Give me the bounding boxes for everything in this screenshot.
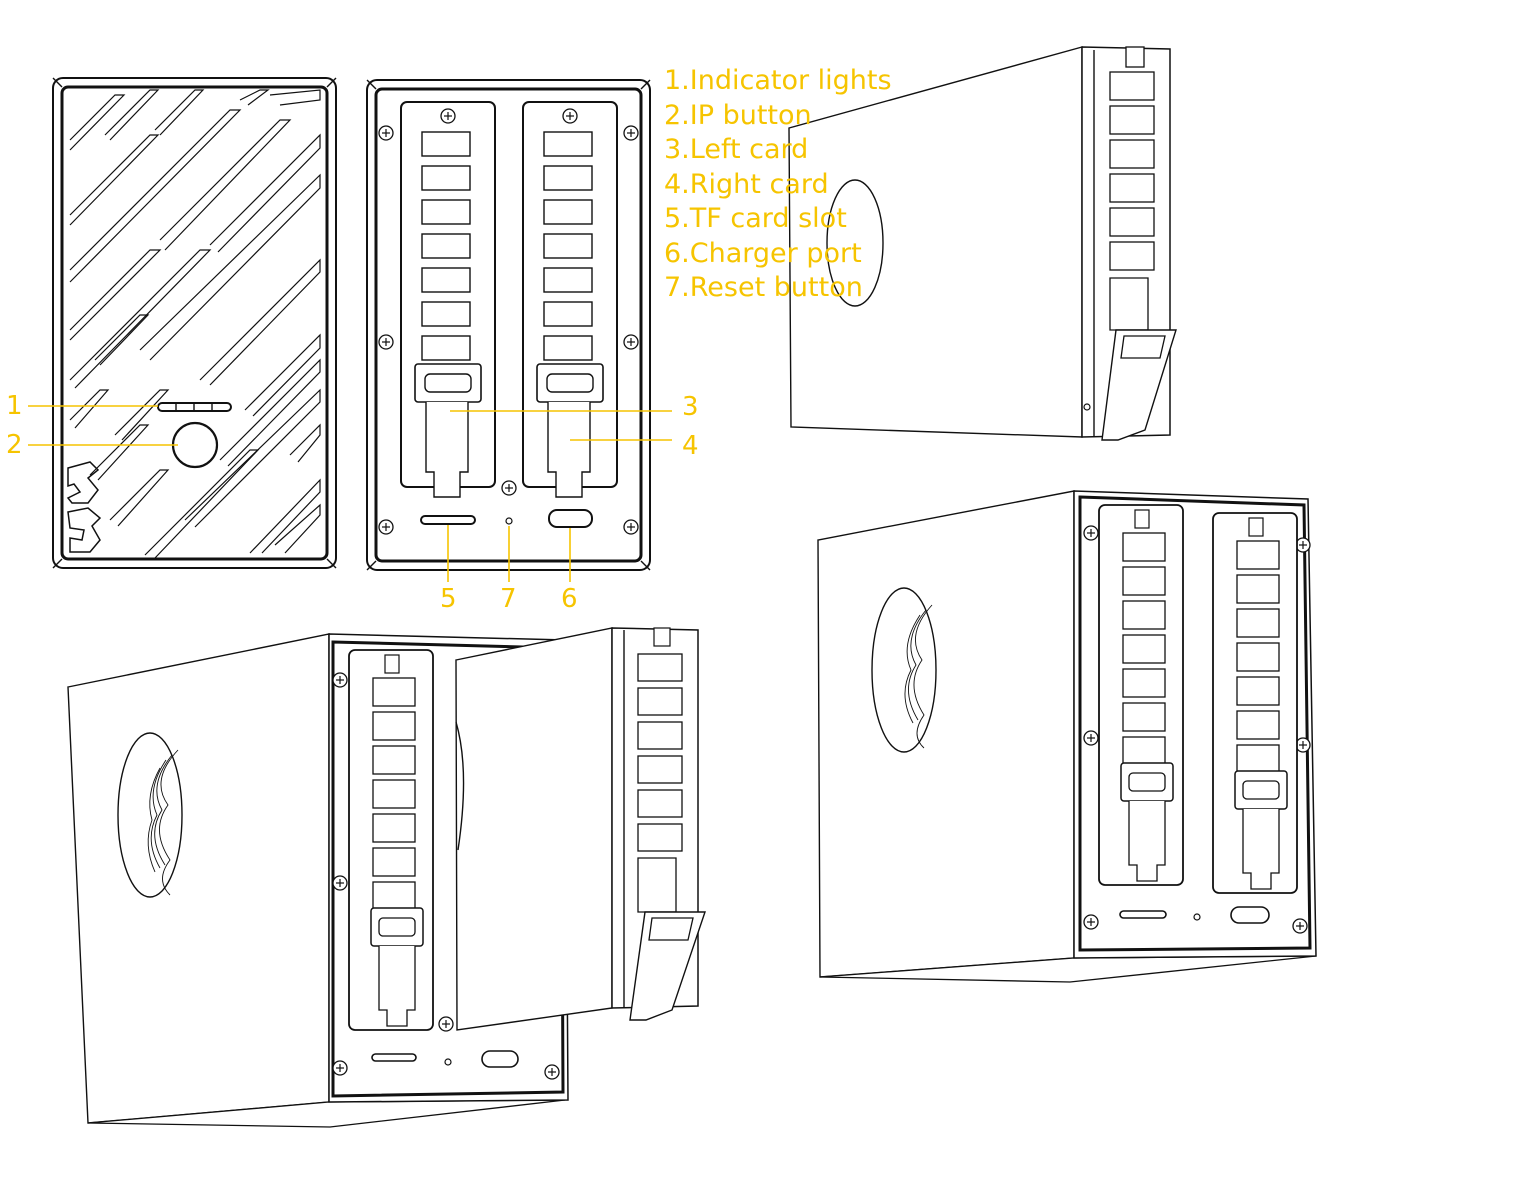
legend-right-card: 4.Right card xyxy=(664,169,829,200)
legend-reset-button: 7.Reset button xyxy=(664,272,863,303)
callout-lines xyxy=(28,405,672,582)
callout-7: 7 xyxy=(500,584,517,614)
callout-4: 4 xyxy=(682,431,699,461)
device-perspective-closed xyxy=(817,490,1317,983)
callout-6: 6 xyxy=(561,584,578,614)
callout-3: 3 xyxy=(682,392,699,422)
legend-tf-card-slot: 5.TF card slot xyxy=(664,203,847,234)
front-view xyxy=(52,77,337,569)
callout-5: 5 xyxy=(440,584,457,614)
callout-2: 2 xyxy=(6,430,23,460)
callout-1: 1 xyxy=(6,391,23,421)
legend-charger-port: 6.Charger port xyxy=(664,238,862,269)
back-view xyxy=(366,79,651,571)
card-perspective-view xyxy=(788,46,1177,441)
legend-ip-button: 2.IP button xyxy=(664,100,812,131)
legend-left-card: 3.Left card xyxy=(664,134,809,165)
legend-indicator-lights: 1.Indicator lights xyxy=(664,65,892,96)
device-perspective-open xyxy=(67,627,706,1128)
